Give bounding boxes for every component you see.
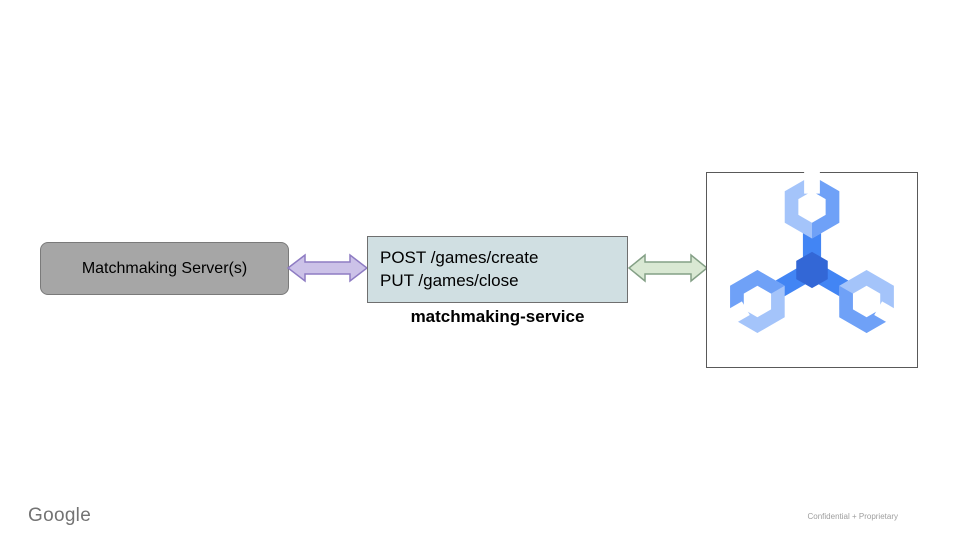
agones-center-hub [796,251,828,289]
matchmaking-server-label: Matchmaking Server(s) [81,259,248,277]
double-arrow-shape [287,253,368,283]
double-arrow-right-icon [628,253,708,283]
double-arrow-left-icon [287,253,368,283]
matchmaking-service-shape: POST /games/create PUT /games/close [367,236,628,303]
game-servers-box [706,171,918,368]
confidential-note: Confidential + Proprietary [807,512,899,521]
google-logo: Google [28,505,92,526]
matchmaking-server-shape: Matchmaking Server(s) [40,242,289,295]
api-endpoint-line-1: POST /games/create [380,248,539,267]
service-name-label: matchmaking-service [410,307,585,326]
agones-logo-icon [713,171,911,343]
api-endpoint-line-2: PUT /games/close [380,271,519,290]
double-arrow-shape [628,253,708,283]
